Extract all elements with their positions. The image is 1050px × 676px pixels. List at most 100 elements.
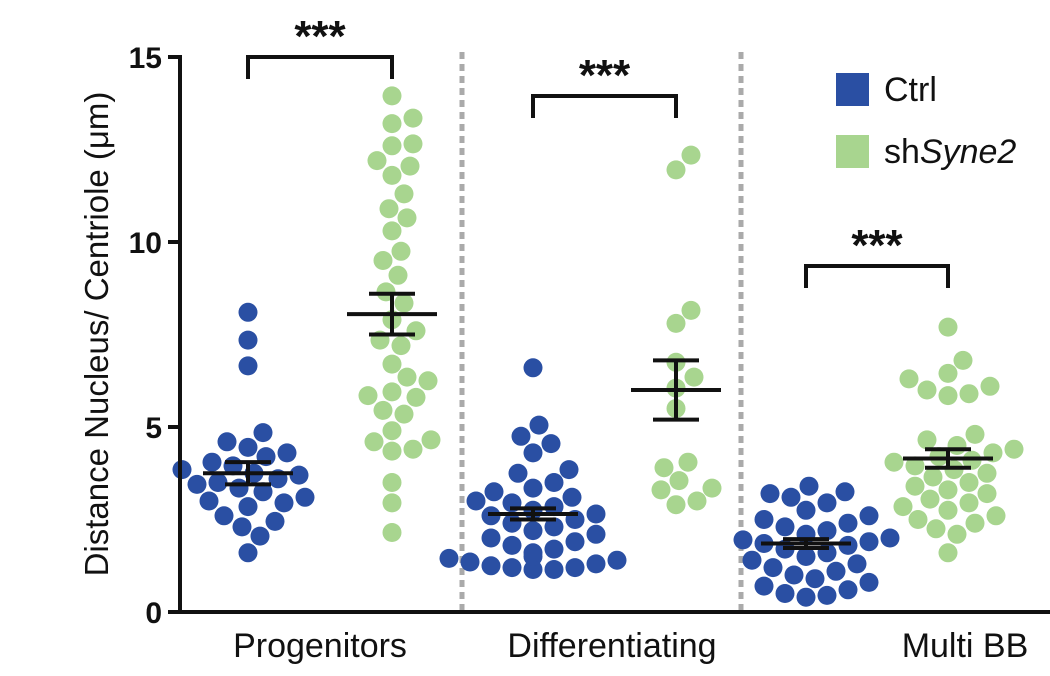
data-point xyxy=(986,506,1006,526)
data-point xyxy=(397,367,417,387)
data-point xyxy=(817,521,837,541)
data-point xyxy=(250,526,270,546)
data-point xyxy=(938,543,958,563)
data-point xyxy=(382,441,402,461)
data-point xyxy=(899,369,919,389)
data-point xyxy=(859,506,879,526)
data-point xyxy=(391,241,411,261)
data-point xyxy=(373,400,393,420)
data-point xyxy=(511,426,531,446)
data-point xyxy=(926,519,946,539)
data-point xyxy=(208,473,228,492)
data-point xyxy=(947,436,967,455)
data-point xyxy=(238,437,258,457)
data-point xyxy=(565,558,585,578)
data-point xyxy=(654,458,674,478)
data-point xyxy=(733,530,753,550)
data-point xyxy=(364,432,384,452)
data-point xyxy=(838,580,858,600)
data-point xyxy=(859,572,879,592)
data-point xyxy=(382,221,402,241)
significance-label: *** xyxy=(294,12,346,61)
data-point xyxy=(265,511,285,531)
data-point xyxy=(938,363,958,383)
data-point xyxy=(502,513,522,533)
data-point xyxy=(406,387,426,407)
data-point xyxy=(382,136,402,156)
data-point xyxy=(938,317,958,337)
data-point xyxy=(253,423,273,443)
data-point xyxy=(541,434,561,454)
data-point xyxy=(418,371,438,391)
data-point xyxy=(394,404,414,424)
data-point xyxy=(959,493,979,513)
data-point xyxy=(382,382,402,402)
data-point xyxy=(684,367,704,387)
data-point xyxy=(917,430,937,450)
data-point xyxy=(880,528,900,548)
data-point xyxy=(394,184,414,204)
data-point xyxy=(544,560,564,579)
data-point xyxy=(217,432,237,452)
data-point xyxy=(859,532,879,552)
data-point xyxy=(274,493,294,513)
data-point xyxy=(289,465,309,485)
data-point xyxy=(1004,439,1024,459)
data-point xyxy=(651,480,671,500)
data-point xyxy=(965,424,985,444)
data-point xyxy=(586,554,606,574)
significance-layer: ********* xyxy=(246,12,950,288)
data-point xyxy=(202,452,222,472)
data-point xyxy=(439,548,459,568)
data-point xyxy=(544,473,564,492)
data-point xyxy=(403,108,423,128)
data-point xyxy=(754,510,774,529)
data-point xyxy=(687,491,707,511)
data-point xyxy=(905,476,925,496)
data-point xyxy=(923,467,943,487)
data-point xyxy=(238,330,258,350)
data-point xyxy=(959,473,979,492)
data-point xyxy=(238,356,258,376)
data-point xyxy=(382,114,402,134)
data-point xyxy=(382,473,402,492)
data-point xyxy=(403,134,423,154)
data-point xyxy=(382,86,402,106)
data-point xyxy=(391,336,411,356)
data-point xyxy=(953,350,973,370)
data-point xyxy=(666,313,686,333)
category-label: Differentiating xyxy=(507,627,716,665)
data-point xyxy=(965,513,985,533)
data-point xyxy=(529,415,549,435)
data-point xyxy=(187,474,207,494)
data-point xyxy=(523,521,543,541)
data-point xyxy=(669,471,689,491)
category-label: Multi BB xyxy=(902,627,1029,665)
data-point xyxy=(358,386,378,406)
y-tick-label: 0 xyxy=(145,597,162,630)
data-point xyxy=(959,384,979,404)
data-point xyxy=(796,547,816,566)
data-point xyxy=(394,293,414,313)
legend-label: shSyne2 xyxy=(884,133,1016,171)
data-point xyxy=(681,300,701,320)
significance-label: *** xyxy=(851,221,903,270)
data-point xyxy=(586,524,606,544)
category-labels: Progenitors Differentiating Multi BB xyxy=(233,627,1028,665)
data-point xyxy=(367,151,387,171)
data-point xyxy=(607,550,627,570)
data-point xyxy=(460,552,480,572)
data-point xyxy=(373,251,393,270)
data-point xyxy=(847,554,867,574)
category-label: Progenitors xyxy=(233,627,407,665)
data-point xyxy=(884,452,904,472)
data-point xyxy=(893,497,913,517)
data-point xyxy=(484,482,504,502)
data-point xyxy=(238,302,258,322)
data-point xyxy=(397,208,417,228)
data-point xyxy=(565,532,585,552)
data-point xyxy=(908,510,928,529)
data-point xyxy=(781,487,801,507)
data-point xyxy=(742,550,762,570)
